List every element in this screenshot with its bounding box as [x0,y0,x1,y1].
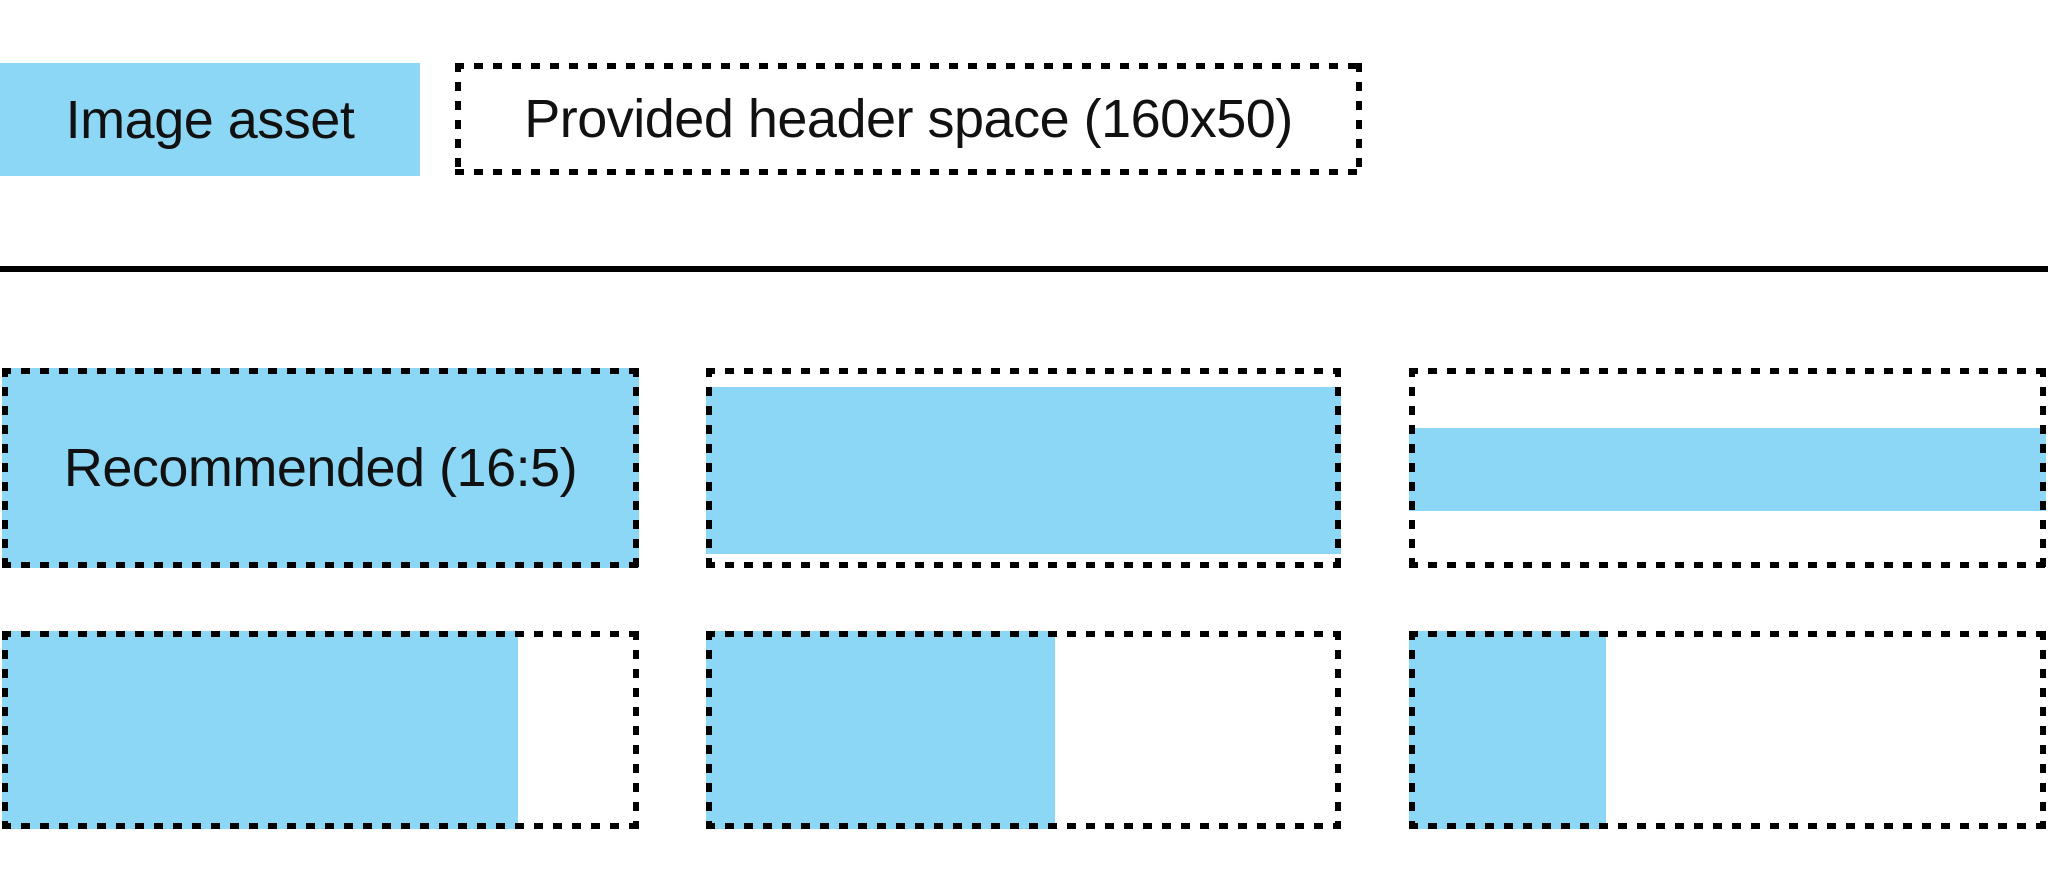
image-asset-fill [2,368,639,568]
image-asset-fill [706,387,1341,554]
example-cell-recommended: Recommended (16:5) [2,368,639,568]
example-cell-extra-wide-asset [1409,368,2046,568]
legend-header-space-swatch: Provided header space (160x50) [455,63,1362,175]
legend-header-space-label: Provided header space (160x50) [524,89,1293,149]
section-divider [0,266,2048,272]
image-asset-fill [1409,428,2046,511]
example-cell-taller-asset [706,631,1341,829]
image-asset-fill [2,631,518,829]
legend-image-asset-label: Image asset [65,89,355,150]
example-cell-tallest-asset [1409,631,2046,829]
legend-image-asset-swatch: Image asset [0,63,420,176]
cell-label-recommended: Recommended (16:5) [63,438,578,498]
image-asset-fill [1409,631,1607,829]
example-cell-tall-asset [2,631,639,829]
image-asset-fill [706,631,1056,829]
example-cell-wide-asset [706,368,1341,568]
